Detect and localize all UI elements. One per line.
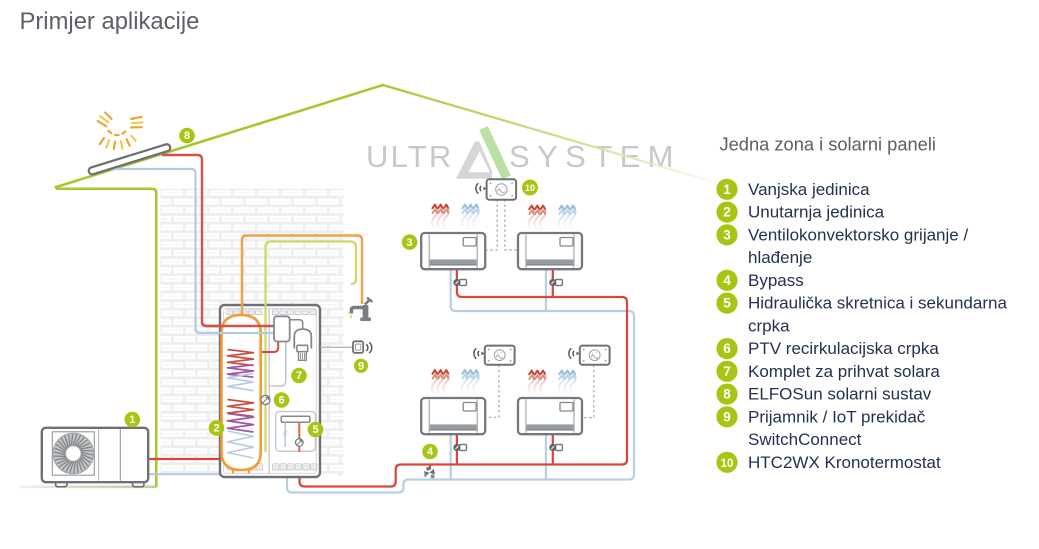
- svg-text:PTV recirkulacijska crpka: PTV recirkulacijska crpka: [748, 339, 939, 358]
- svg-text:Prijamnik / IoT prekidač: Prijamnik / IoT prekidač: [748, 407, 926, 426]
- svg-text:8: 8: [723, 387, 731, 402]
- svg-text:6: 6: [278, 395, 284, 407]
- svg-text:10: 10: [721, 458, 734, 470]
- svg-text:2: 2: [213, 423, 219, 435]
- svg-text:Komplet za prihvat solara: Komplet za prihvat solara: [748, 362, 940, 381]
- svg-text:5: 5: [312, 424, 318, 436]
- svg-text:Hidraulička skretnica i sekund: Hidraulička skretnica i sekundarna: [748, 294, 1007, 313]
- svg-text:8: 8: [184, 130, 190, 142]
- svg-text:6: 6: [723, 341, 731, 356]
- svg-text:hlađenje: hlađenje: [748, 248, 812, 267]
- svg-text:crpka: crpka: [748, 316, 790, 335]
- svg-text:ULTR: ULTR: [366, 139, 453, 174]
- svg-text:3: 3: [723, 227, 731, 242]
- svg-text:Primjer aplikacije: Primjer aplikacije: [20, 8, 200, 35]
- svg-text:7: 7: [723, 364, 731, 379]
- svg-text:9: 9: [358, 361, 364, 373]
- svg-text:SYSTEM: SYSTEM: [509, 139, 681, 174]
- svg-text:Ventilokonvektorsko grijanje /: Ventilokonvektorsko grijanje /: [748, 225, 968, 244]
- svg-text:10: 10: [525, 183, 535, 193]
- svg-text:1: 1: [723, 182, 731, 197]
- svg-text:SwitchConnect: SwitchConnect: [748, 430, 862, 449]
- svg-text:Vanjska jedinica: Vanjska jedinica: [748, 180, 870, 199]
- svg-text:9: 9: [723, 409, 731, 424]
- svg-text:Jedna zona i solarni paneli: Jedna zona i solarni paneli: [720, 134, 936, 155]
- svg-text:4: 4: [427, 446, 434, 458]
- svg-text:Unutarnja jedinica: Unutarnja jedinica: [748, 203, 885, 222]
- svg-text:Bypass: Bypass: [748, 271, 804, 290]
- svg-text:1: 1: [129, 414, 135, 426]
- svg-text:4: 4: [723, 273, 731, 288]
- svg-text:5: 5: [723, 296, 731, 311]
- svg-text:ELFOSun solarni sustav: ELFOSun solarni sustav: [748, 385, 932, 404]
- svg-text:HTC2WX Kronotermostat: HTC2WX Kronotermostat: [748, 453, 941, 472]
- svg-text:2: 2: [723, 205, 731, 220]
- svg-text:3: 3: [407, 237, 413, 249]
- svg-text:7: 7: [296, 370, 302, 382]
